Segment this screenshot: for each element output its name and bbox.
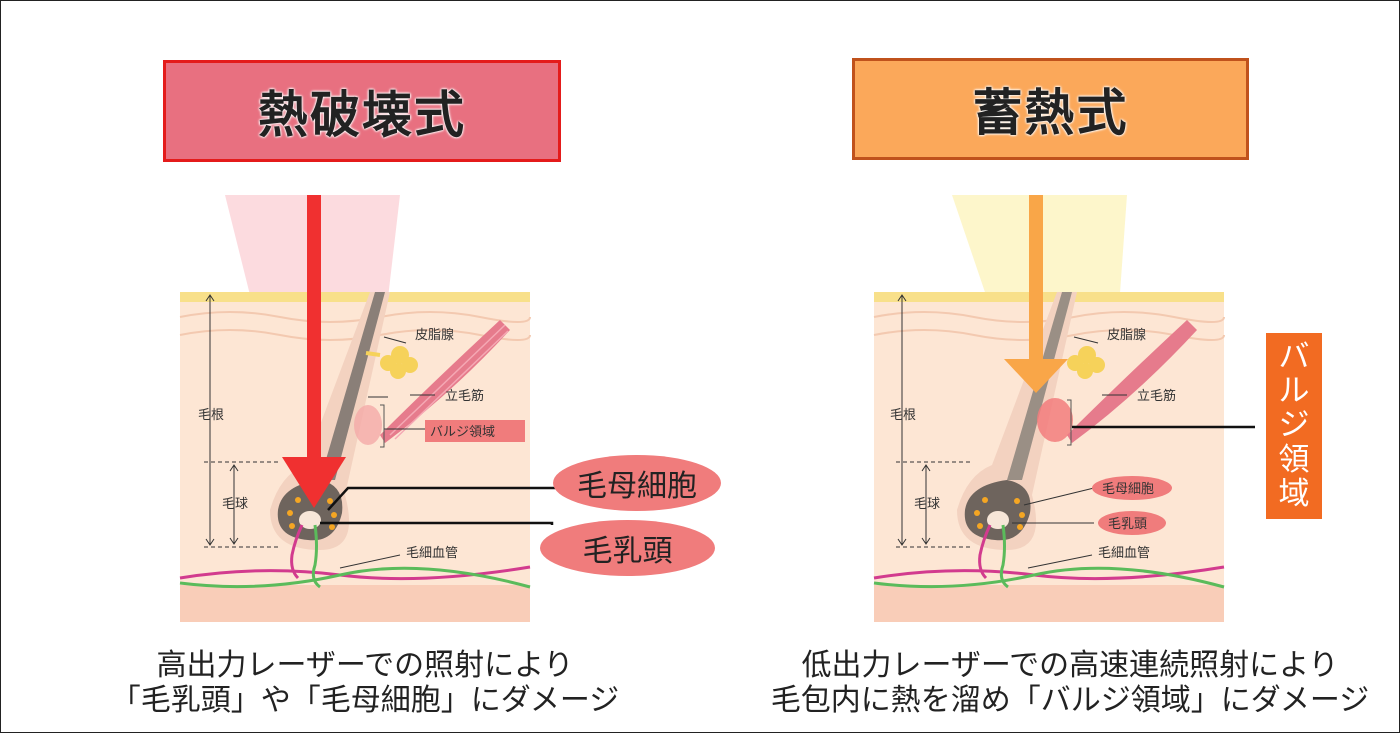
caption-line: 低出力レーザーでの高速連続照射により: [801, 648, 1339, 683]
bulge-label-bg: [425, 420, 525, 442]
matrix-label: 毛母細胞: [1102, 482, 1154, 497]
sebaceous-gland: [1067, 346, 1105, 379]
thermal-destruction-diagram: 皮脂腺 立毛筋 バルジ領域 毛根 毛球 毛細血管: [179, 195, 560, 622]
bulge-char: ル: [1278, 373, 1310, 410]
caption-line: 毛包内に熱を溜め「バルジ領域」にダメージ: [770, 683, 1370, 718]
arrector-label: 立毛筋: [445, 388, 484, 404]
bulge-char: 域: [1278, 475, 1310, 512]
bulge-char: 領: [1278, 441, 1310, 478]
arrector-label: 立毛筋: [1137, 388, 1176, 404]
sebaceous-gland: [365, 346, 418, 379]
dimension-guides: [896, 294, 1127, 569]
papilla-label: 毛乳頭: [1108, 517, 1147, 532]
papilla-label-bg: [1098, 511, 1166, 535]
dermal-papilla-callout: 毛乳頭: [540, 520, 715, 576]
arrector-pili-muscle: [1067, 320, 1197, 443]
thermal-destruction-caption: 高出力レーザーでの照射により 「毛乳頭」や「毛母細胞」にダメージ: [85, 648, 645, 718]
root-label: 毛根: [890, 408, 916, 423]
root-label: 毛根: [198, 408, 224, 423]
bulge-char: ジ: [1278, 407, 1310, 444]
heat-storage-caption: 低出力レーザーでの高速連続照射により 毛包内に熱を溜め「バルジ領域」にダメージ: [745, 648, 1395, 718]
caption-line: 高出力レーザーでの照射により: [156, 648, 574, 683]
bulge-char: バ: [1278, 339, 1310, 376]
capillary-vessels: [179, 524, 531, 589]
laser-arrow: [282, 195, 346, 508]
laser-arrow: [1004, 195, 1068, 393]
heat-storage-diagram: 皮脂腺 立毛筋 毛根 毛球 毛母細胞 毛乳頭 毛細血管: [873, 195, 1255, 622]
bulge-region: [354, 405, 382, 445]
thermal-destruction-title: 熱破壊式: [163, 60, 561, 162]
dimension-guides: [204, 294, 435, 569]
capillary-vessels: [873, 524, 1225, 589]
sebaceous-label: 皮脂腺: [415, 328, 454, 343]
capillary-label: 毛細血管: [1098, 546, 1150, 561]
bulb-label: 毛球: [914, 497, 940, 512]
matrix-label-bg: [1092, 476, 1172, 500]
capillary-label: 毛細血管: [406, 546, 458, 561]
bulge-region: [1037, 398, 1073, 442]
bulb-label: 毛球: [222, 497, 248, 512]
heat-storage-title: 蓄熱式: [852, 58, 1249, 160]
hair-matrix-callout: 毛母細胞: [553, 455, 721, 511]
sebaceous-label: 皮脂腺: [1107, 328, 1146, 343]
bulge-label: バルジ領域: [430, 424, 495, 440]
caption-line: 「毛乳頭」や「毛母細胞」にダメージ: [110, 683, 620, 718]
bulge-region-callout: バ ル ジ 領 域: [1266, 333, 1322, 519]
